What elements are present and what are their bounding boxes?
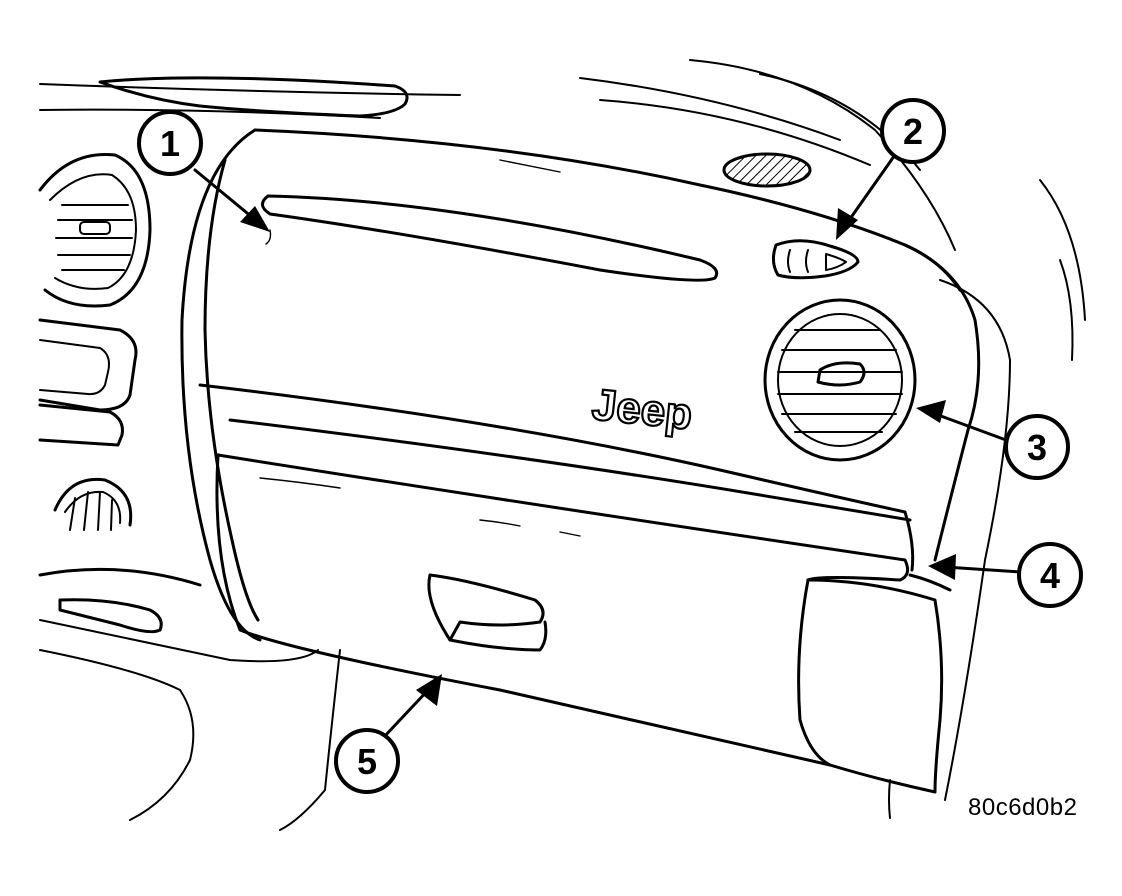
callout-5: 5 <box>334 728 400 794</box>
panel-left-edge <box>180 128 262 642</box>
arrow-5 <box>381 674 442 740</box>
callout-3: 3 <box>1004 414 1070 480</box>
callout-2-number: 2 <box>903 111 923 152</box>
right-air-vent <box>763 298 917 462</box>
sensor-oval <box>722 152 812 188</box>
brand-emblem: Jeep <box>589 379 696 440</box>
upper-dash-lines <box>39 59 1086 361</box>
center-stack <box>38 318 319 821</box>
glove-box <box>215 453 944 831</box>
callout-1: 1 <box>137 110 203 176</box>
callout-4-number: 4 <box>1040 555 1060 596</box>
callout-5-number: 5 <box>357 741 377 782</box>
right-dash-side <box>903 243 1011 801</box>
callout-2: 2 <box>880 98 946 164</box>
defroster-grille <box>98 76 409 118</box>
arrow-4 <box>928 554 1022 580</box>
left-air-vent <box>38 152 152 308</box>
callout-1-number: 1 <box>160 123 180 164</box>
brand-text: Jeep <box>590 380 695 439</box>
figure-code: 80c6d0b2 <box>968 794 1078 821</box>
airbag-door <box>198 128 962 522</box>
arrow-1 <box>193 168 270 232</box>
passenger-airbag-indicator <box>771 239 860 280</box>
arrow-3 <box>916 400 1008 442</box>
arrow-2 <box>836 150 899 240</box>
callout-3-number: 3 <box>1027 427 1047 468</box>
leader-arrows <box>193 150 1022 740</box>
callout-4: 4 <box>1017 542 1083 608</box>
